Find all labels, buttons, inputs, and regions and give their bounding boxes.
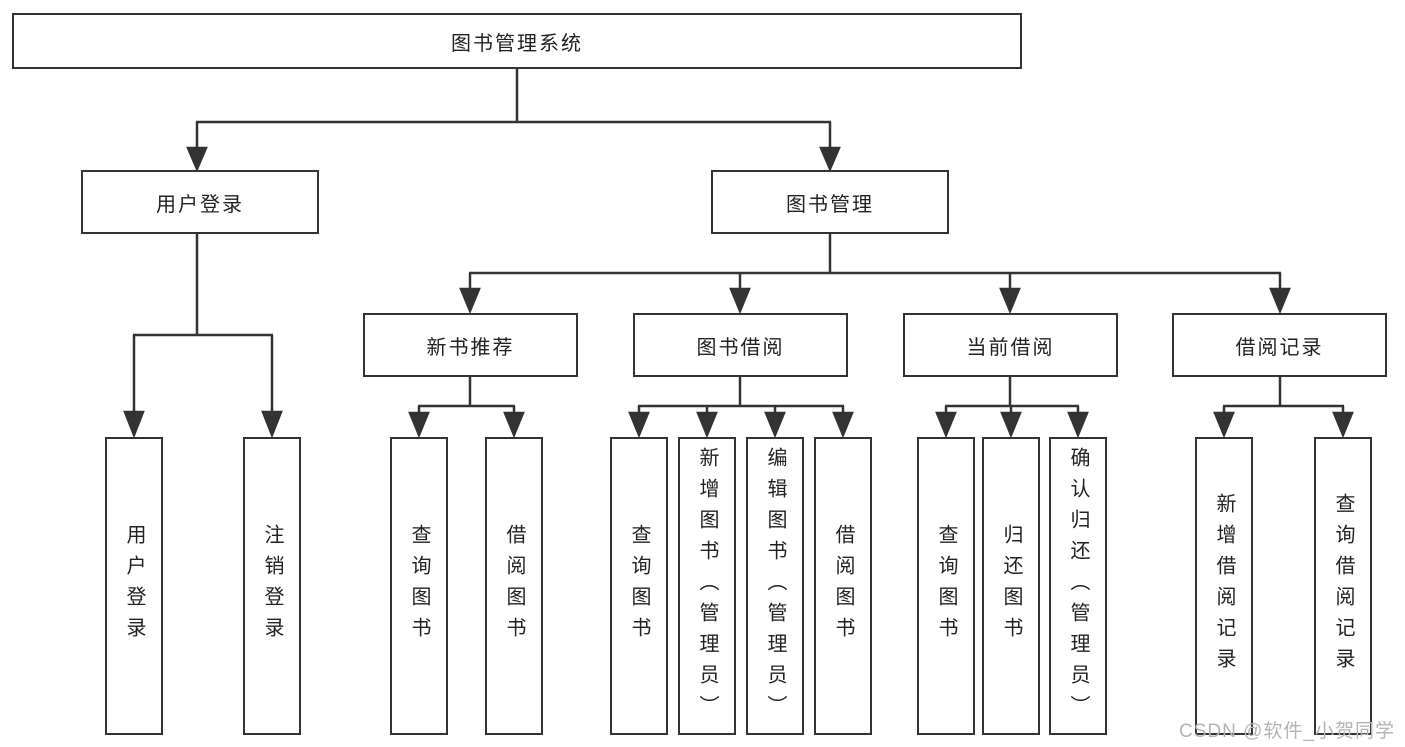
- node-new-books-label: 新书推荐: [426, 336, 515, 359]
- leaf-current-query-label: 查询图书: [935, 524, 957, 648]
- leaf-user-login-label: 用户登录: [123, 524, 145, 648]
- leaf-records-add-label: 新增借阅记录: [1213, 493, 1235, 679]
- connector-root-to-level2: [186, 69, 841, 173]
- connector-current-to-leaves: [935, 377, 1089, 439]
- node-current-borrow: 当前借阅: [903, 313, 1118, 377]
- node-new-books: 新书推荐: [363, 313, 578, 377]
- arrowhead-icon: [1332, 411, 1354, 439]
- arrowhead-icon: [999, 287, 1021, 315]
- connector-user-login-to-leaves: [123, 233, 283, 439]
- arrowhead-icon: [628, 411, 650, 439]
- arrowhead-icon: [935, 411, 957, 439]
- node-borrow-records-label: 借阅记录: [1235, 336, 1324, 359]
- leaf-newbooks-borrow: 借阅图书: [485, 437, 543, 735]
- leaf-records-query: 查询借阅记录: [1314, 437, 1372, 735]
- arrowhead-icon: [261, 410, 283, 439]
- leaf-borrowing-query-label: 查询图书: [628, 524, 650, 648]
- node-root-label: 图书管理系统: [451, 32, 583, 55]
- connector-records-to-leaves: [1213, 377, 1354, 439]
- arrowhead-icon: [1213, 411, 1235, 439]
- node-user-login-label: 用户登录: [156, 193, 244, 216]
- node-borrowing: 图书借阅: [633, 313, 848, 377]
- connector-book-mgmt-to-level3: [459, 233, 1291, 315]
- csdn-watermark: CSDN @软件_小贺同学: [1179, 721, 1395, 742]
- arrowhead-icon: [819, 146, 841, 173]
- node-book-mgmt: 图书管理: [711, 170, 949, 234]
- leaf-newbooks-query-label: 查询图书: [408, 524, 430, 648]
- leaf-borrowing-edit-label: 编辑图书（管理员）: [764, 446, 786, 726]
- arrowhead-icon: [729, 287, 751, 315]
- node-current-borrow-label: 当前借阅: [966, 336, 1055, 359]
- leaf-borrowing-borrow-label: 借阅图书: [832, 524, 854, 648]
- arrowhead-icon: [408, 411, 430, 439]
- node-borrow-records: 借阅记录: [1172, 313, 1387, 377]
- leaf-logout-label: 注销登录: [261, 524, 283, 648]
- leaf-borrowing-edit: 编辑图书（管理员）: [746, 437, 804, 735]
- leaf-borrowing-query: 查询图书: [610, 437, 668, 735]
- node-book-mgmt-label: 图书管理: [786, 193, 874, 216]
- leaf-current-confirm: 确认归还（管理员）: [1049, 437, 1107, 735]
- connector-borrowing-to-leaves: [628, 377, 854, 439]
- leaf-logout: 注销登录: [243, 437, 301, 735]
- connector-new-books-to-leaves: [408, 377, 525, 439]
- arrowhead-icon: [764, 411, 786, 439]
- leaf-current-confirm-label: 确认归还（管理员）: [1067, 446, 1089, 726]
- leaf-records-query-label: 查询借阅记录: [1332, 493, 1354, 679]
- arrowhead-icon: [696, 411, 718, 439]
- leaf-borrowing-add: 新增图书（管理员）: [678, 437, 736, 735]
- leaf-newbooks-query: 查询图书: [390, 437, 448, 735]
- leaf-newbooks-borrow-label: 借阅图书: [503, 524, 525, 648]
- arrowhead-icon: [186, 146, 208, 173]
- leaf-borrowing-add-label: 新增图书（管理员）: [696, 446, 718, 726]
- leaf-records-add: 新增借阅记录: [1195, 437, 1253, 735]
- leaf-user-login: 用户登录: [105, 437, 163, 735]
- arrowhead-icon: [1269, 287, 1291, 315]
- arrowhead-icon: [1067, 411, 1089, 439]
- arrowhead-icon: [123, 410, 145, 439]
- leaf-current-return: 归还图书: [982, 437, 1040, 735]
- arrowhead-icon: [832, 411, 854, 439]
- arrowhead-icon: [459, 287, 481, 315]
- leaf-current-query: 查询图书: [917, 437, 975, 735]
- node-user-login: 用户登录: [81, 170, 319, 234]
- leaf-borrowing-borrow: 借阅图书: [814, 437, 872, 735]
- node-root: 图书管理系统: [12, 13, 1022, 69]
- arrowhead-icon: [503, 411, 525, 439]
- arrowhead-icon: [1000, 411, 1022, 439]
- node-borrowing-label: 图书借阅: [696, 336, 785, 359]
- leaf-current-return-label: 归还图书: [1000, 524, 1022, 648]
